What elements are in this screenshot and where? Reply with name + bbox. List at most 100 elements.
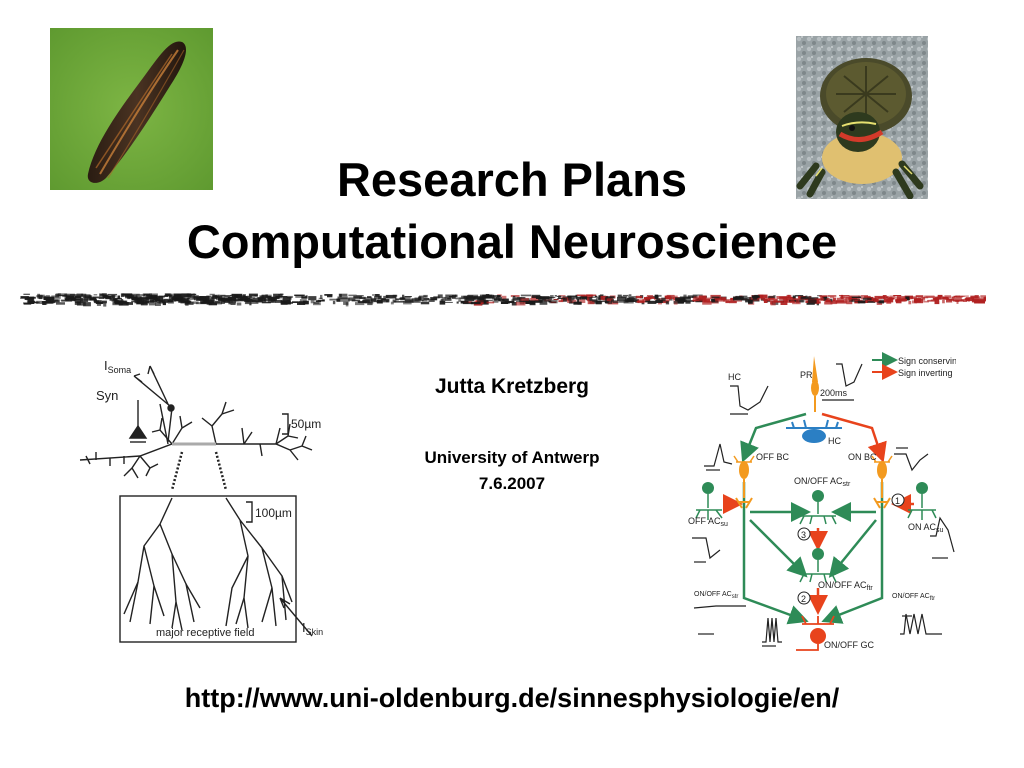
scribble-stroke [862,297,872,301]
scribble-stroke [114,298,118,303]
scribble-stroke [148,301,156,306]
scribble-stroke [953,295,957,297]
scribble-stroke [477,298,487,303]
scribble-stroke [375,294,380,297]
scribble-stroke [844,298,847,303]
scribble-stroke [679,296,691,299]
scribble-stroke [315,300,322,302]
scribble-stroke [32,296,36,299]
scribble-stroke [250,301,259,304]
scribble-stroke [512,297,522,301]
scribble-stroke [889,295,896,298]
scribble-stroke [576,294,586,297]
scribble-stroke [376,299,380,303]
scribble-stroke [937,294,943,297]
scribble-stroke [558,300,564,303]
affiliation: University of Antwerp [424,448,600,467]
scribble-stroke [693,296,702,299]
scribble-stroke [201,296,206,300]
scribble-stroke [112,302,123,306]
scribble-stroke [139,297,148,301]
scribble-stroke [658,301,669,304]
scribble-stroke [492,300,499,303]
leech-photo [50,28,213,190]
scribble-stroke [512,295,516,298]
scribble-stroke [332,300,336,305]
scribble-stroke [536,296,542,299]
scribble-stroke [515,301,526,306]
scribble-stroke [437,294,443,299]
scribble-stroke [36,295,43,298]
scribble-stroke [303,300,309,305]
scribble-stroke [74,295,82,299]
scribble-stroke [466,296,476,300]
scribble-stroke [914,299,918,301]
scribble-stroke [647,300,657,304]
pr-label: PR [800,370,813,380]
scribble-stroke [854,299,863,302]
scribble-stroke [348,297,356,301]
scribble-stroke [622,294,629,297]
scribble-stroke [497,295,501,298]
scribble-stroke [758,294,768,299]
scribble-stroke [320,294,323,300]
scribble-stroke [484,295,492,297]
scribble-stroke [692,294,703,296]
scribble-stroke [886,295,890,298]
scribble-stroke [337,296,348,300]
scribble-stroke [291,301,299,303]
scribble-stroke [26,296,35,299]
scribble-stroke [412,300,421,303]
scribble-stroke [187,293,197,295]
scribble-stroke [539,301,548,305]
scribble-stroke [520,297,529,301]
scribble-stroke [851,296,862,298]
scribble-stroke [617,294,622,298]
scribble-stroke [780,300,788,305]
scribble-stroke [730,297,735,300]
scribble-stroke [808,299,817,304]
scribble-stroke [120,301,123,306]
scribble-stroke [711,296,720,299]
scribble-stroke [225,300,229,302]
scribble-stroke [274,299,283,303]
scribble-stroke [661,297,666,302]
scribble-stroke [557,298,566,300]
scribble-stroke [278,294,281,296]
scribble-stroke [93,299,97,302]
scribble-stroke [886,300,892,304]
hc-trace-label: HC [728,372,741,382]
scribble-stroke [961,296,965,297]
scribble-stroke [934,300,940,305]
scribble-stroke [271,296,279,299]
scribble-stroke [58,293,61,296]
scribble-stroke [336,298,341,302]
scribble-stroke [464,298,475,302]
scribble-stroke [635,295,643,299]
badge-3: 3 [801,530,806,540]
scribble-stroke [786,294,792,299]
scribble-stroke [92,296,99,299]
scribble-stroke [338,293,348,297]
scribble-stroke [402,294,405,299]
scribble-stroke [64,293,75,297]
scribble-stroke [800,296,812,300]
leech-neuron-diagram: ISoma Syn 50µm 100µm major receptive fie… [76,352,346,648]
scribble-stroke [955,295,961,297]
scribble-stroke [642,298,650,301]
scribble-stroke [112,298,116,301]
scribble-stroke [376,300,383,304]
scribble-stroke [752,296,757,300]
scribble-stroke [260,296,271,298]
scribble-stroke [145,300,149,302]
scribble-stroke [891,297,901,299]
scribble-stroke [395,298,399,301]
scribble-stroke [502,298,509,302]
scribble-stroke [600,295,608,300]
scribble-stroke [836,297,845,301]
legend-inverting: Sign inverting [898,368,953,378]
scribble-stroke [356,295,364,297]
scribble-stroke [460,300,469,304]
scribble-stroke [228,301,231,305]
scribble-stroke [286,300,290,304]
